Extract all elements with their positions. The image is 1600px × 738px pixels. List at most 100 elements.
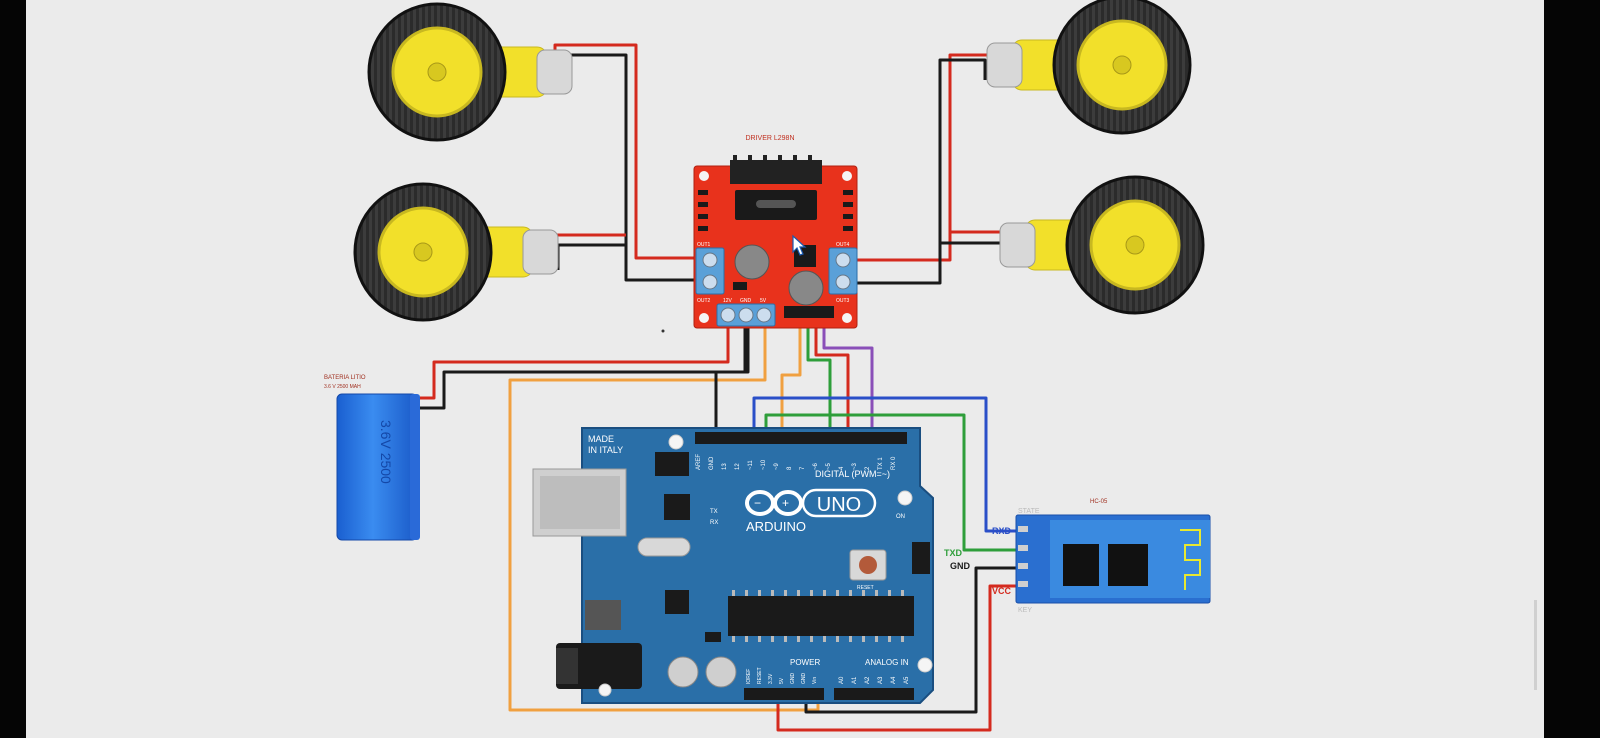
motor-bottom-left — [353, 182, 559, 322]
atmega328p — [728, 596, 914, 636]
control-header[interactable] — [784, 306, 834, 318]
terminal-screw — [738, 307, 754, 323]
pin-label-vcc: VCC — [992, 586, 1012, 596]
digital-header[interactable] — [695, 432, 907, 444]
battery-body — [336, 393, 418, 541]
digital-pin-label: ~5 — [826, 462, 832, 470]
analog-pin-label: A4 — [891, 676, 897, 684]
hc05-bluetooth: HC-05 STATE KEY RXD TXD GND VCC — [944, 499, 1211, 614]
battery-subtitle: 3.6 V 2500 MAH — [324, 384, 361, 390]
rx-label: RX — [710, 520, 718, 526]
reset-label: RESET — [857, 585, 874, 591]
wire-bt-txd-green — [764, 413, 1018, 552]
hc05-key-label: KEY — [1018, 607, 1032, 614]
mount-hole — [668, 434, 684, 450]
icsp-header — [655, 452, 689, 476]
hc05-chip-1 — [1063, 544, 1099, 586]
uno-badge — [801, 488, 877, 518]
icsp-header-2 — [912, 542, 930, 574]
mount-hole — [699, 313, 709, 323]
motor-bottom-right — [999, 175, 1205, 315]
hub — [1112, 55, 1132, 75]
label-out2: OUT2 — [697, 298, 711, 304]
motor-can — [536, 49, 573, 95]
arduino-uno: MADE IN ITALY − + UNO ARDUINO DIGITAL (P… — [532, 427, 934, 704]
power-pin-label: Vin — [812, 677, 818, 684]
terminal-screw — [720, 307, 736, 323]
terminal-screw — [756, 307, 772, 323]
logo-plus: + — [782, 496, 789, 510]
digital-pin-label: 7 — [800, 466, 806, 470]
digital-pin-label: 13 — [722, 463, 728, 470]
voltage-regulator — [585, 600, 621, 630]
side-pins-left — [698, 190, 708, 231]
arduino-infinity-logo — [745, 490, 803, 516]
logo-minus: − — [754, 496, 761, 510]
right-scroll-strip[interactable] — [1534, 600, 1537, 690]
label-out3: OUT3 — [836, 298, 850, 304]
hc05-chip-2 — [1108, 544, 1148, 586]
analog-header[interactable] — [834, 688, 914, 700]
power-pin-label: RESET — [757, 667, 763, 684]
on-label: ON — [896, 514, 905, 520]
digital-pin-label: 4 — [839, 466, 845, 470]
wire-ctrl-red — [814, 322, 850, 436]
label-out4: OUT4 — [836, 242, 850, 248]
digital-pin-label: AREF — [696, 454, 702, 470]
capacitor — [788, 270, 824, 306]
mount-hole — [897, 490, 913, 506]
chip-screw — [756, 200, 796, 208]
terminal-screw — [835, 274, 851, 290]
wire-ctrl-orange — [780, 322, 802, 436]
digital-pin-label: GND — [709, 456, 715, 470]
capacitor — [734, 244, 770, 280]
motor-top-right — [986, 0, 1192, 135]
usb-port-inner — [540, 476, 620, 529]
motor-top-left — [367, 2, 573, 142]
analog-pin-label: A0 — [839, 676, 845, 684]
power-pin-label: GND — [790, 673, 796, 685]
motor-can — [522, 229, 559, 275]
label-12v: 12V — [723, 298, 733, 304]
label-5v: 5V — [760, 298, 767, 304]
wire-battery-black — [420, 322, 747, 410]
mount-hole — [842, 313, 852, 323]
hc05-title: HC-05 — [1090, 499, 1108, 505]
mount-hole — [842, 171, 852, 181]
uno-label: UNO — [817, 494, 861, 516]
digital-pin-label: ~3 — [852, 462, 858, 470]
side-pins-right — [843, 190, 853, 231]
wire-gnd-black — [714, 322, 750, 436]
digital-pin-label: ~10 — [761, 459, 767, 470]
capacitor — [667, 656, 699, 688]
mount-hole — [917, 657, 933, 673]
wire-battery-red — [420, 322, 730, 400]
power-pin-label: 5V — [779, 677, 785, 684]
analog-pin-label: A2 — [865, 676, 871, 684]
power-header[interactable] — [744, 688, 824, 700]
heatsink-fins — [733, 155, 812, 163]
mount-hole — [699, 171, 709, 181]
battery-title: BATERIA LITIO — [324, 375, 366, 381]
hub — [413, 242, 433, 262]
reset-button-cap[interactable] — [859, 556, 877, 574]
hc05-pin-header[interactable] — [1018, 526, 1028, 587]
digital-pin-label: ~11 — [748, 460, 754, 470]
power-label: POWER — [790, 658, 820, 667]
pin-label-txd: TXD — [944, 548, 963, 558]
pin-label-gnd: GND — [950, 561, 971, 571]
terminal-screw — [835, 252, 851, 268]
terminal-screw — [702, 274, 718, 290]
analog-label: ANALOG IN — [865, 658, 909, 667]
hub — [427, 62, 447, 82]
digital-label: DIGITAL (PWM=~) — [815, 469, 890, 479]
hub — [1125, 235, 1145, 255]
analog-pin-label: A3 — [878, 676, 884, 684]
mouse-cursor-icon — [792, 234, 807, 256]
motor-can — [986, 42, 1023, 88]
power-pin-label: IOREF — [746, 669, 752, 684]
wire-bt-gnd-black — [804, 566, 1018, 714]
made-in-label: MADE — [588, 434, 614, 444]
heatsink — [730, 160, 822, 184]
